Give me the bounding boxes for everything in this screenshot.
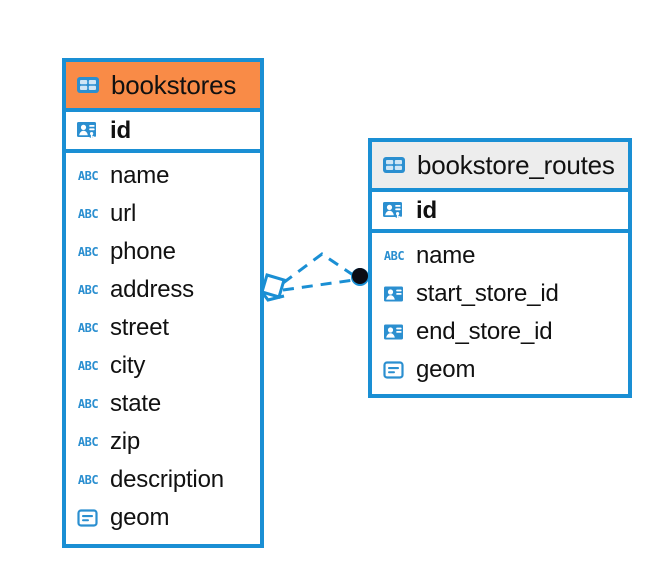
field-label-id-bookstore-routes: id: [416, 196, 437, 224]
entity-title-bookstores: bookstores: [111, 70, 237, 100]
field-label-city: city: [110, 352, 146, 379]
abc-text-icon: ABC: [77, 169, 99, 183]
field-list-bookstore-routes: ABC name start_store_id: [372, 233, 628, 393]
field-label-state: state: [110, 390, 162, 417]
field-label-zip: zip: [110, 428, 141, 455]
abc-text-icon: ABC: [77, 473, 99, 487]
entity-bookstore-routes[interactable]: bookstore_routes id: [368, 138, 632, 398]
entity-bookstores[interactable]: bookstores id: [62, 58, 264, 548]
relationship-line-lower: [282, 278, 355, 292]
geometry-icon: [381, 357, 407, 383]
field-row-zip[interactable]: ABC zip: [66, 423, 260, 461]
foreign-key-icon: [381, 319, 407, 345]
abc-text-icon: ABC: [77, 245, 99, 259]
primary-key-icon: [75, 118, 101, 144]
field-label-address: address: [110, 276, 194, 303]
entity-header-bookstore-routes[interactable]: bookstore_routes: [372, 142, 628, 188]
diamond-outline-marker: [260, 273, 286, 302]
abc-text-icon: ABC: [77, 283, 99, 297]
table-icon: [75, 72, 101, 98]
field-label-street: street: [110, 314, 169, 341]
field-label-start-store-id: start_store_id: [416, 280, 559, 307]
field-label-id-bookstores: id: [110, 116, 131, 144]
field-label-name: name: [416, 242, 476, 269]
foreign-key-icon: [381, 281, 407, 307]
field-row-geom[interactable]: geom: [372, 351, 628, 389]
field-label-name: name: [110, 162, 170, 189]
field-row-id-bookstores[interactable]: id: [66, 108, 260, 153]
abc-text-icon: ABC: [77, 359, 99, 373]
field-label-geom: geom: [110, 504, 170, 531]
relationship-line-upper: [282, 252, 357, 285]
field-row-url[interactable]: ABC url: [66, 195, 260, 233]
field-row-city[interactable]: ABC city: [66, 347, 260, 385]
table-icon: [381, 152, 407, 178]
primary-key-icon: [381, 198, 407, 224]
field-row-id-bookstore-routes[interactable]: id: [372, 188, 628, 233]
abc-text-icon: ABC: [77, 321, 99, 335]
geometry-icon: [75, 505, 101, 531]
abc-text-icon: ABC: [383, 249, 405, 263]
field-label-url: url: [110, 200, 137, 227]
entity-title-bookstore-routes: bookstore_routes: [417, 150, 615, 180]
field-row-address[interactable]: ABC address: [66, 271, 260, 309]
field-list-bookstores: ABC name ABC url ABC phone ABC address A…: [66, 153, 260, 541]
field-row-geom[interactable]: geom: [66, 499, 260, 537]
field-label-phone: phone: [110, 238, 176, 265]
abc-text-icon: ABC: [77, 397, 99, 411]
field-row-name[interactable]: ABC name: [66, 157, 260, 195]
field-row-street[interactable]: ABC street: [66, 309, 260, 347]
field-row-state[interactable]: ABC state: [66, 385, 260, 423]
field-label-geom: geom: [416, 356, 476, 383]
field-row-name[interactable]: ABC name: [372, 237, 628, 275]
field-row-start-store-id[interactable]: start_store_id: [372, 275, 628, 313]
field-label-end-store-id: end_store_id: [416, 318, 553, 345]
field-label-description: description: [110, 466, 224, 493]
entity-header-bookstores[interactable]: bookstores: [66, 62, 260, 108]
field-row-description[interactable]: ABC description: [66, 461, 260, 499]
field-row-phone[interactable]: ABC phone: [66, 233, 260, 271]
filled-circle-marker: [351, 268, 369, 286]
field-row-end-store-id[interactable]: end_store_id: [372, 313, 628, 351]
abc-text-icon: ABC: [77, 435, 99, 449]
abc-text-icon: ABC: [77, 207, 99, 221]
